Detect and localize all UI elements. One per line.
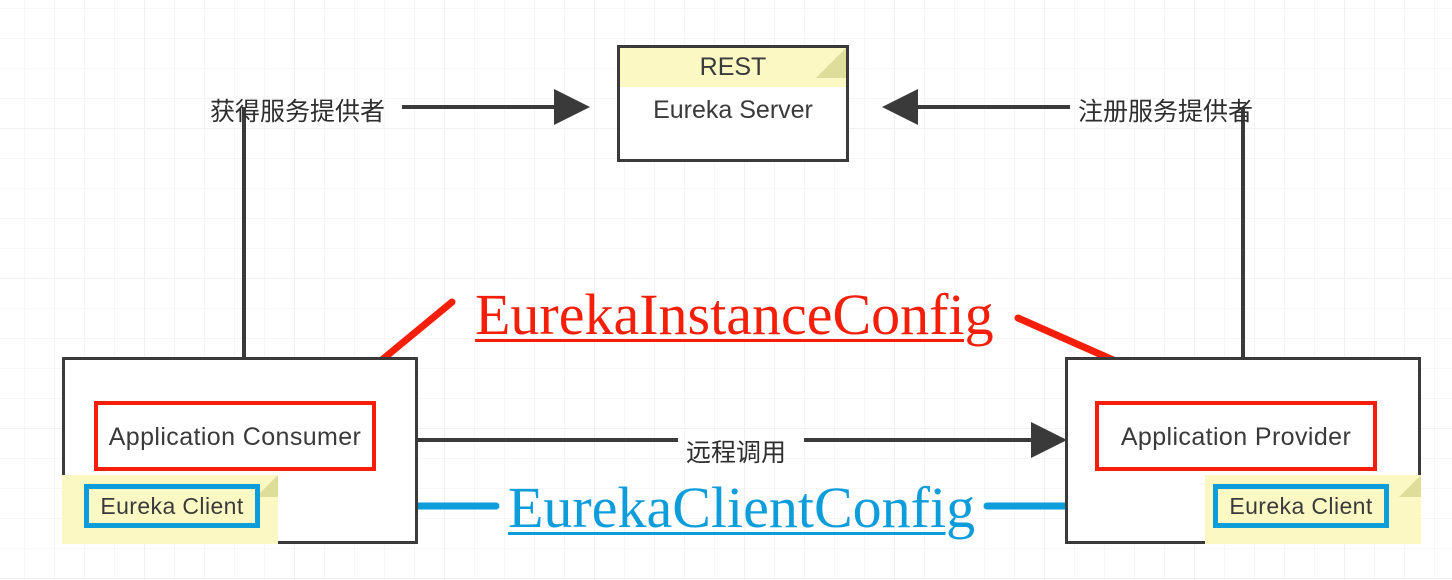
consumer-eureka-client-label: Eureka Client [100, 493, 244, 519]
edge-label-register-provider: 注册服务提供者 [1078, 98, 1254, 126]
consumer-highlight-box: Application Consumer [94, 401, 376, 471]
rest-tab-fold-icon [816, 48, 846, 78]
provider-highlight-box: Application Provider [1095, 401, 1377, 471]
rest-tab: REST [620, 48, 846, 87]
edge-label-remote-call: 远程调用 [686, 439, 787, 467]
application-consumer-label: Application Consumer [108, 423, 362, 451]
application-provider-label: Application Provider [1120, 423, 1352, 451]
edge-register-provider [882, 89, 1245, 358]
eureka-server-node[interactable]: REST Eureka Server [617, 45, 849, 162]
provider-eureka-client-label: Eureka Client [1229, 493, 1373, 519]
provider-sticky-fold-icon [1399, 475, 1421, 497]
consumer-sticky-fold-icon [256, 475, 278, 497]
provider-eureka-client-box: Eureka Client [1213, 484, 1389, 528]
annotation-client-config: EurekaClientConfig [508, 475, 976, 540]
edge-label-get-provider: 获得服务提供者 [210, 98, 386, 126]
eureka-server-label: Eureka Server [653, 96, 813, 124]
edge-get-provider [242, 89, 590, 358]
consumer-eureka-client-box: Eureka Client [84, 484, 260, 528]
rest-label: REST [699, 53, 767, 81]
annotation-instance-config: EurekaInstanceConfig [475, 282, 994, 347]
